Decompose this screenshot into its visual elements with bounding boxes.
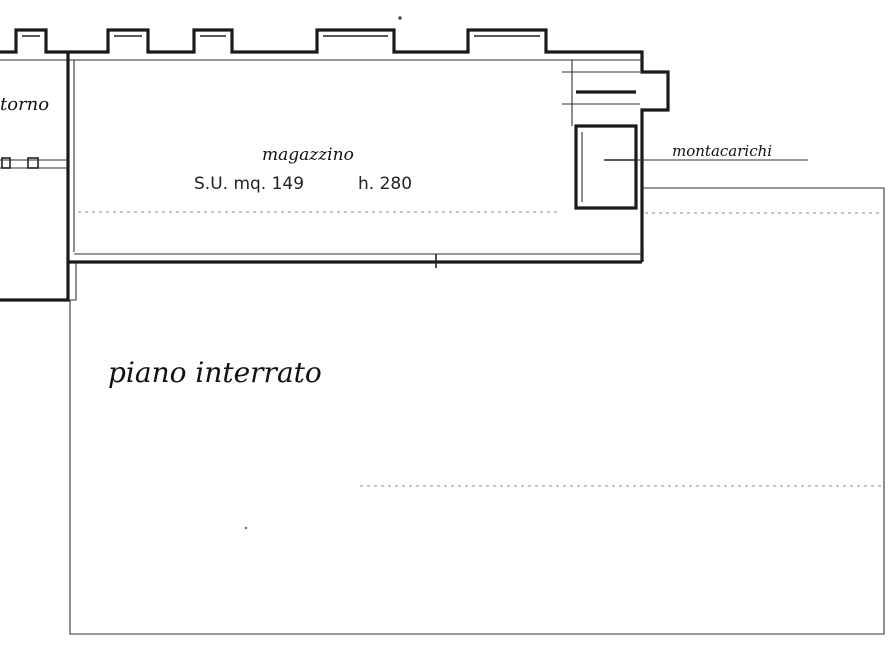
room-area-label: S.U. mq. 149 [194,174,304,194]
dot-mark [244,526,248,530]
room-label-torno: torno [0,94,49,115]
dot-mark [398,16,402,20]
room-height-label: h. 280 [358,174,412,194]
elevator-label: montacarichi [672,142,772,160]
basement-outline [69,187,885,635]
room-label-magazzino: magazzino [262,145,354,165]
left-room-walls [0,52,75,302]
storage-room [68,253,642,268]
elevator-shaft [562,60,808,210]
floor-label: piano interrato [108,356,322,389]
